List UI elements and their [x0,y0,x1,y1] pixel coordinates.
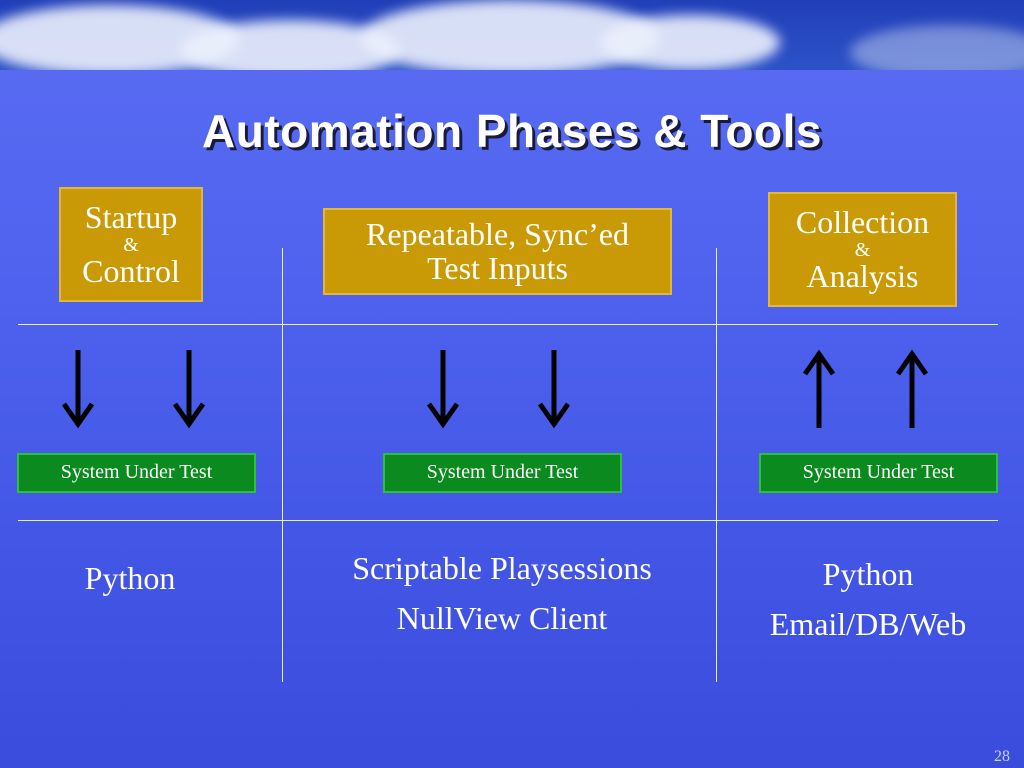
phase-startup-control: Startup & Control [59,187,203,302]
tool-item: Python [84,560,176,596]
arrow-up-icon [802,349,836,428]
tool-list-inputs: Scriptable Playsessions NullView Client [290,543,714,643]
system-under-test-box: System Under Test [17,453,256,493]
tool-list-collection: Python Email/DB/Web [726,549,1010,649]
phase-amp: & [123,233,139,256]
tool-item: Scriptable Playsessions [352,550,652,586]
phase-label: Analysis [806,257,919,294]
divider-top [18,324,998,325]
slide-title: Automation Phases & Tools [202,105,822,157]
divider-bottom [18,520,998,521]
phase-label: Startup [84,198,178,235]
phase-label: Collection [795,203,930,240]
arrow-down-icon [426,350,460,429]
phase-repeatable-inputs: Repeatable, Sync’ed Test Inputs [323,208,672,295]
arrow-up-icon [895,349,929,428]
page-number: 28 [994,748,1010,765]
phase-collection-analysis: Collection & Analysis [768,192,957,307]
tool-item: Python [822,556,914,592]
sky-banner [0,0,1024,70]
phase-label: Control [82,252,180,289]
phase-label: Repeatable, Sync’ed [366,215,629,252]
arrow-down-icon [61,350,95,429]
column-divider-left [282,248,283,682]
system-under-test-box: System Under Test [383,453,622,493]
arrow-down-icon [172,350,206,429]
phase-amp: & [854,238,871,261]
tool-list-startup: Python [20,553,240,603]
column-divider-right [716,248,717,682]
arrow-down-icon [537,350,571,429]
tool-item: NullView Client [396,600,608,636]
system-under-test-box: System Under Test [759,453,998,493]
phase-label: Test Inputs [427,249,568,286]
tool-item: Email/DB/Web [769,606,967,642]
